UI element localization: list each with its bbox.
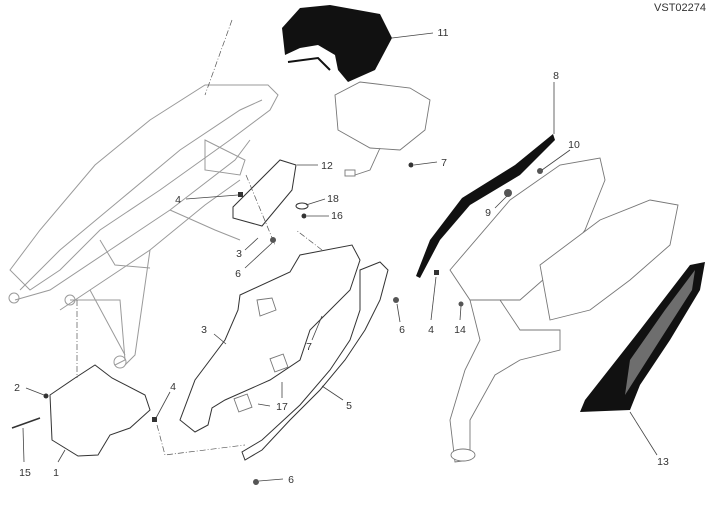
callout-leader-line (22, 427, 25, 463)
callout-leader-line (305, 198, 326, 206)
callout-leader-line (391, 32, 434, 39)
callout-number-4: 4 (170, 381, 176, 393)
callout-number-8: 8 (553, 70, 559, 82)
part-4-clip (238, 192, 243, 197)
callout-leader-line (57, 449, 66, 463)
callout-number-6: 6 (399, 324, 405, 336)
callout-number-3: 3 (236, 248, 242, 260)
part-12-bracket (232, 159, 297, 227)
part-5-side-panel (241, 261, 389, 461)
drawing-code: VST02274 (654, 2, 706, 14)
callout-leader-line (396, 303, 401, 323)
callout-leader-line (321, 385, 344, 401)
part-13-heat-shield (580, 262, 705, 412)
part-11-tail-cover (282, 5, 392, 82)
part-1-license-bracket (49, 364, 151, 457)
callout-number-4: 4 (428, 324, 434, 336)
callout-leader-line (629, 411, 658, 456)
callout-leader-line (494, 195, 508, 209)
callout-leader-line (459, 305, 462, 321)
part-3-undertray (179, 244, 361, 433)
callout-number-7: 7 (441, 157, 447, 169)
callout-leader-line (257, 403, 271, 407)
callout-number-4: 4 (175, 194, 181, 206)
callout-number-10: 10 (568, 139, 580, 151)
callout-leader-line (430, 276, 437, 321)
callout-number-3: 3 (201, 324, 207, 336)
callout-leader-line (311, 315, 323, 341)
callout-number-14: 14 (454, 324, 466, 336)
callout-number-2: 2 (14, 382, 20, 394)
callout-number-17: 17 (276, 401, 288, 413)
callout-number-13: 13 (657, 456, 669, 468)
callout-number-15: 15 (19, 467, 31, 479)
callout-leader-line (244, 242, 273, 269)
part-8-trim (416, 134, 555, 278)
callout-leader-line (25, 387, 45, 396)
callout-leader-line (258, 478, 284, 482)
callout-number-9: 9 (485, 207, 491, 219)
callout-number-16: 16 (331, 210, 343, 222)
callout-leader-line (541, 149, 571, 171)
callout-leader-line (185, 194, 239, 200)
part-18-washer (295, 202, 309, 210)
tail-light (334, 81, 431, 177)
callout-leader-line (413, 161, 438, 166)
callout-number-11: 11 (438, 27, 449, 39)
callout-number-6: 6 (288, 474, 294, 486)
callout-leader-line (155, 391, 171, 419)
callout-number-12: 12 (321, 160, 333, 172)
callout-number-6: 6 (235, 268, 241, 280)
callout-number-5: 5 (346, 400, 352, 412)
callout-number-18: 18 (327, 193, 339, 205)
part-16-screw (301, 213, 307, 219)
callout-leader-line (213, 333, 227, 345)
callout-number-7: 7 (306, 341, 312, 353)
callout-leader-line (244, 237, 259, 251)
exhaust-assembly (449, 157, 679, 463)
callout-number-1: 1 (53, 467, 59, 479)
